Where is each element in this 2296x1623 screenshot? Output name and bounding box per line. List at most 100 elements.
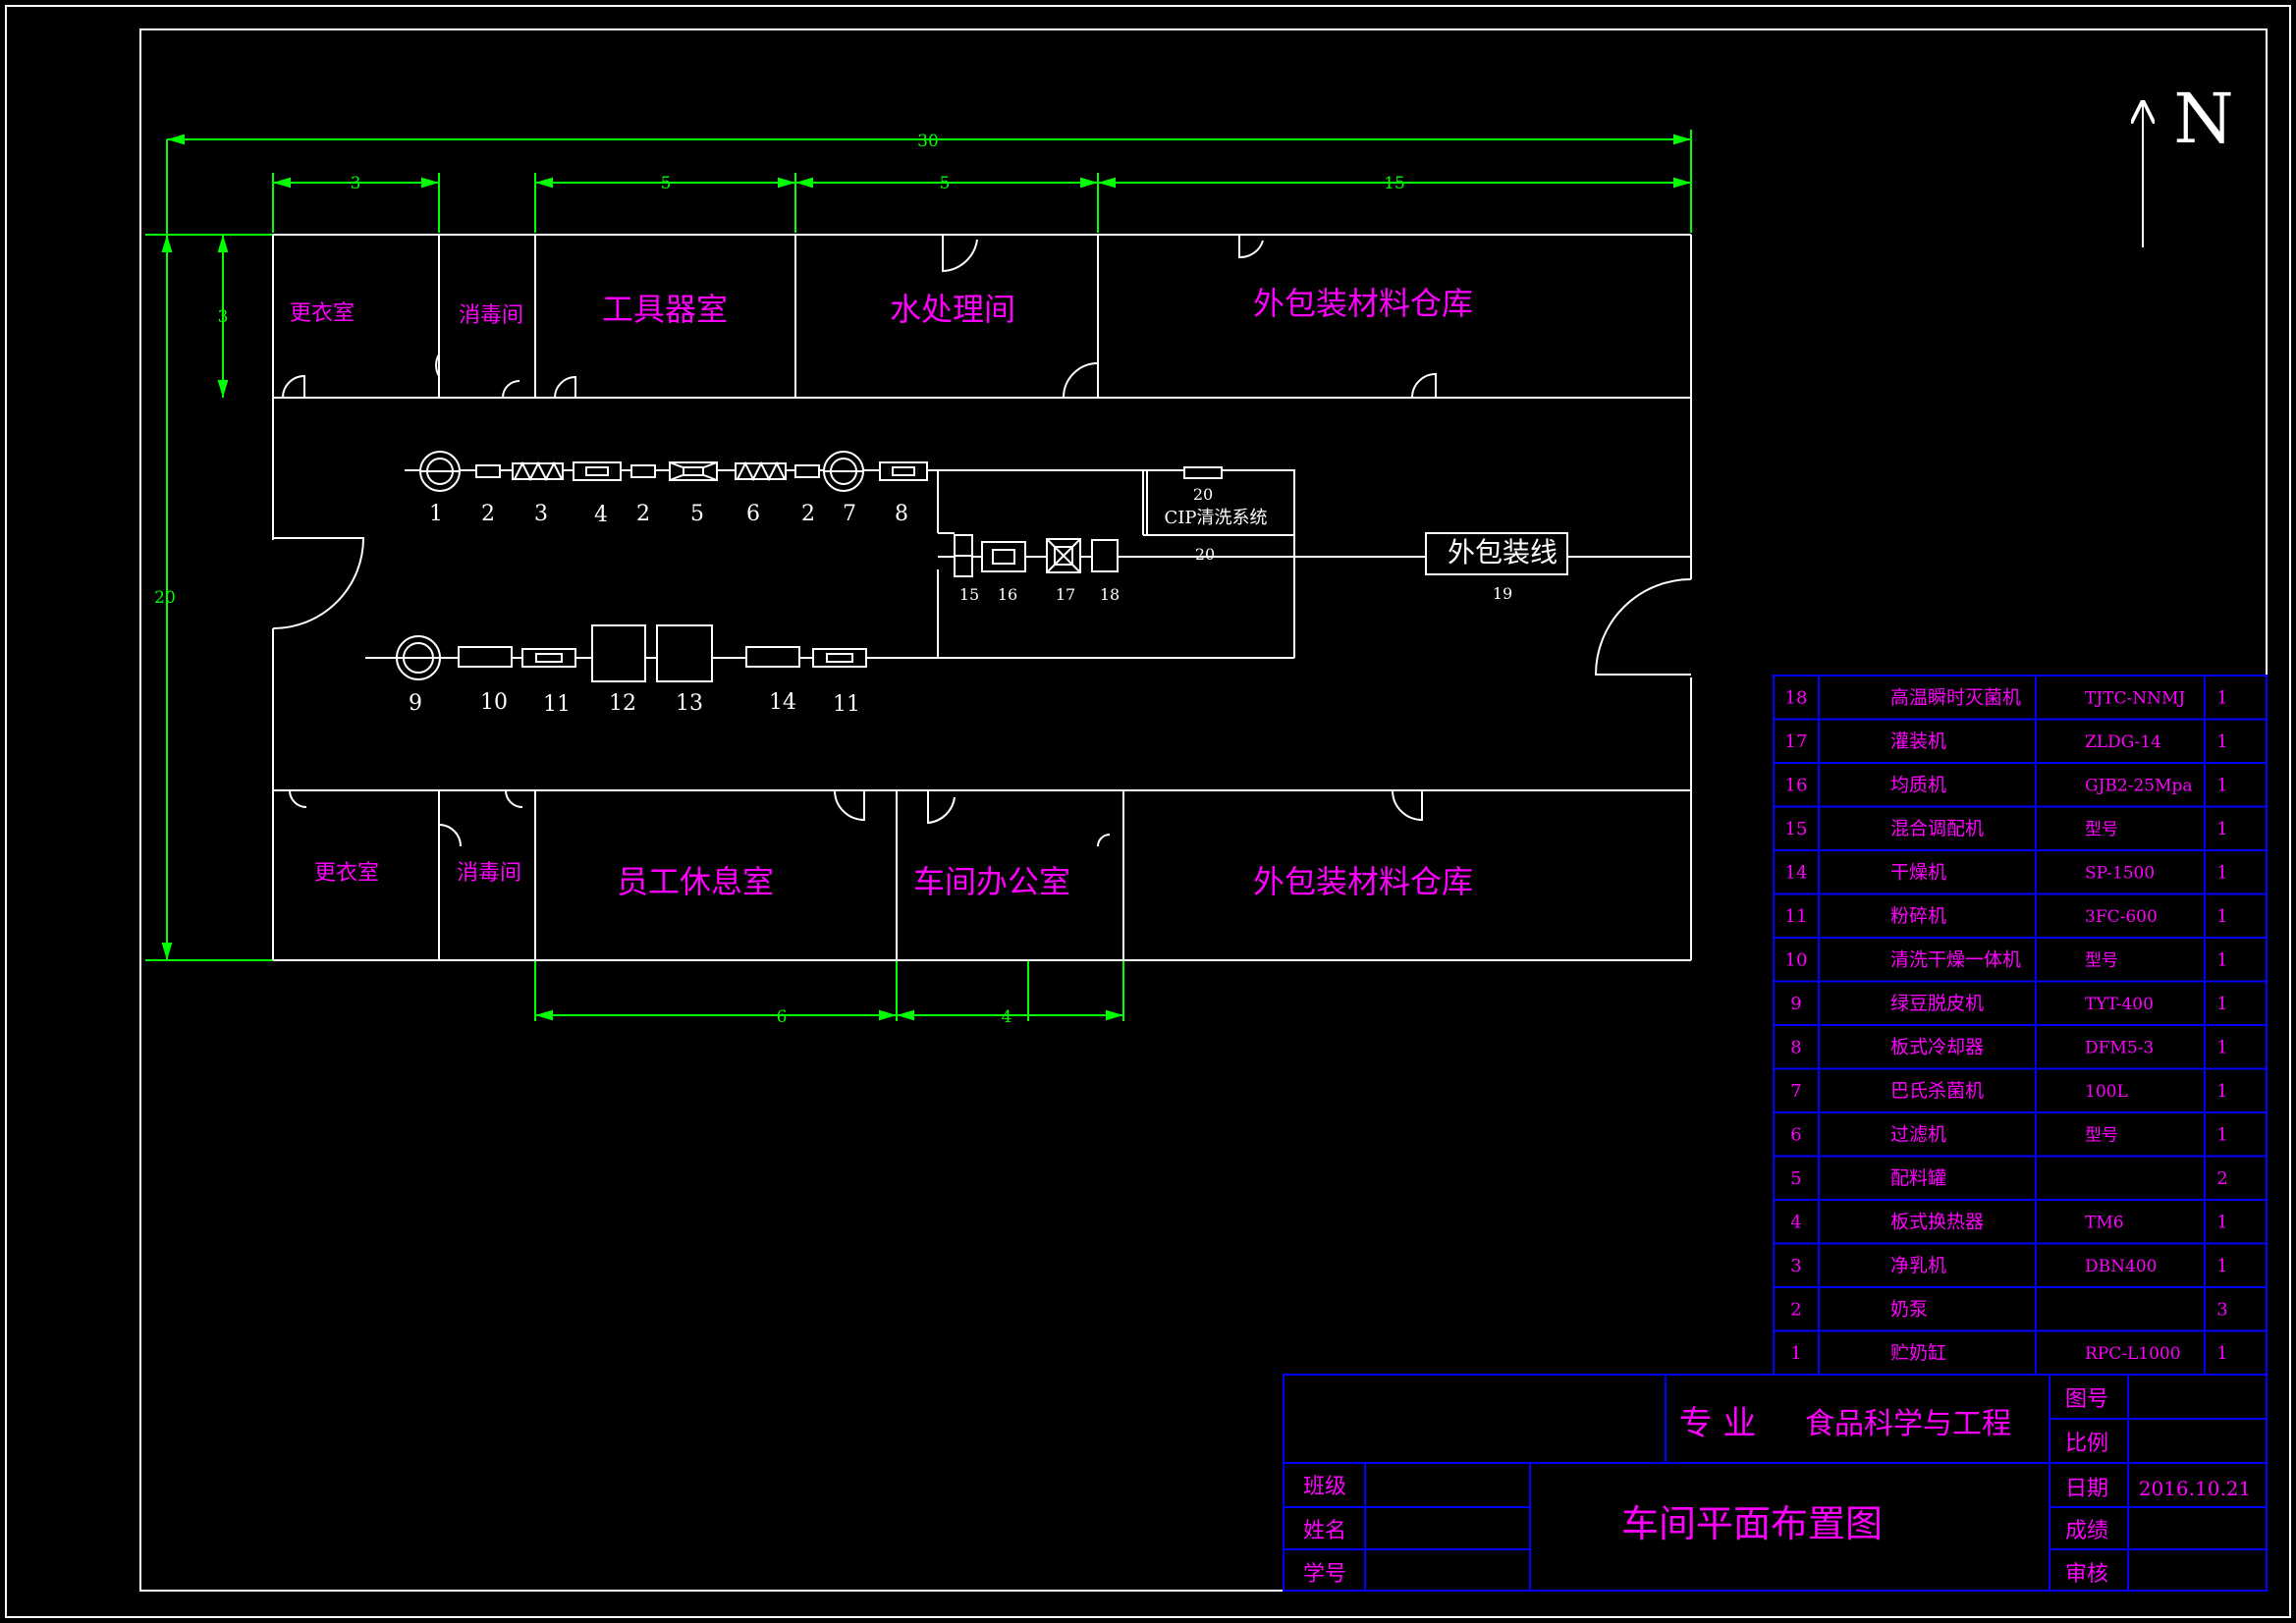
parts-qty-cell: 1 — [2216, 819, 2227, 839]
room-disinfect-south: 消毒间 — [457, 861, 521, 886]
drawing-no-label: 图号 — [2065, 1387, 2108, 1412]
parts-no-cell: 10 — [1785, 949, 1808, 970]
parts-name-cell: 巴氏杀菌机 — [1890, 1080, 1984, 1102]
parts-qty-cell: 1 — [2216, 731, 2227, 752]
student-id-label: 学号 — [1303, 1562, 1346, 1587]
cip-system-20 — [1146, 466, 1295, 536]
dim-warehouse: 15 — [1384, 174, 1405, 193]
room-changing-south: 更衣室 — [314, 861, 379, 886]
dim-lounge: 6 — [777, 1007, 788, 1027]
parts-model-cell: TM6 — [2085, 1213, 2124, 1232]
parts-no-cell: 15 — [1785, 819, 1808, 839]
parts-name-cell: 干燥机 — [1890, 861, 1946, 883]
parts-name-cell: 板式冷却器 — [1890, 1036, 1984, 1057]
room-lounge: 员工休息室 — [617, 863, 774, 900]
dim-water: 5 — [940, 174, 951, 193]
label-2b: 2 — [636, 502, 650, 526]
parts-qty-cell: 1 — [2216, 949, 2227, 970]
equipment — [396, 451, 1568, 682]
parts-row: 7 巴氏杀菌机 100L 1 — [1774, 1067, 2267, 1102]
dim-total-width: 20 — [154, 588, 176, 608]
parts-name-cell: 绿豆脱皮机 — [1890, 993, 1984, 1014]
label-17: 17 — [1056, 585, 1075, 604]
grade-label: 成绩 — [2065, 1519, 2108, 1543]
parts-qty-cell: 1 — [2216, 906, 2227, 927]
parts-no-cell: 9 — [1790, 994, 1801, 1014]
parts-name-cell: 贮奶缸 — [1890, 1342, 1946, 1364]
parts-no-cell: 7 — [1790, 1081, 1801, 1102]
parts-model-cell: 3FC-600 — [2085, 907, 2158, 927]
milk-pump-2c — [794, 464, 820, 478]
parts-name-cell: 粉碎机 — [1890, 905, 1946, 927]
sheet-border — [5, 5, 2291, 1618]
drawing-title: 车间平面布置图 — [1621, 1502, 1883, 1545]
label-5: 5 — [690, 502, 704, 526]
dim-changing: 3 — [351, 174, 361, 193]
parts-no-cell: 17 — [1785, 731, 1808, 752]
north-label: N — [2173, 79, 2233, 159]
parts-name-cell: 灌装机 — [1890, 730, 1946, 752]
label-2a: 2 — [481, 502, 495, 526]
parts-no-cell: 18 — [1785, 687, 1808, 708]
label-16: 16 — [998, 585, 1017, 604]
unit-13 — [656, 624, 713, 682]
parts-name-cell: 过滤机 — [1890, 1123, 1946, 1145]
date-label: 日期 — [2065, 1477, 2108, 1501]
room-office: 车间办公室 — [913, 863, 1070, 900]
class-label: 班级 — [1303, 1475, 1346, 1499]
clarifier-3 — [512, 460, 564, 482]
plate-cooler-8 — [879, 461, 928, 481]
parts-model-cell: RPC-L1000 — [2085, 1344, 2181, 1364]
crusher-11a — [521, 648, 576, 668]
room-warehouse-south: 外包装材料仓库 — [1253, 863, 1473, 900]
label-11a: 11 — [543, 692, 571, 717]
crusher-11b — [812, 648, 867, 668]
room-water: 水处理间 — [890, 291, 1015, 328]
parts-model-cell: DBN400 — [2085, 1257, 2157, 1276]
parts-no-cell: 16 — [1785, 775, 1808, 795]
parts-no-cell: 3 — [1790, 1256, 1801, 1276]
storage-tank-1 — [419, 451, 461, 492]
parts-no-cell: 1 — [1790, 1343, 1801, 1364]
heat-exchanger-4 — [573, 461, 622, 481]
parts-model-cell: 型号 — [2085, 820, 2118, 839]
parts-qty-cell: 1 — [2216, 775, 2227, 795]
milk-pump-2a — [475, 464, 501, 478]
room-changing-north: 更衣室 — [290, 301, 355, 326]
parts-qty-cell: 1 — [2216, 1124, 2227, 1145]
label-9: 9 — [409, 691, 422, 716]
label-7: 7 — [843, 502, 856, 526]
label-10: 10 — [480, 690, 508, 715]
dim-total-length: 30 — [917, 132, 939, 151]
label-19: 19 — [1493, 584, 1512, 603]
parts-model-cell: ZLDG-14 — [2085, 732, 2161, 752]
parts-qty-cell: 1 — [2216, 1081, 2227, 1102]
cip-system-label: CIP清洗系统 — [1165, 508, 1268, 528]
washer-dryer-10 — [458, 646, 513, 668]
parts-qty-cell: 1 — [2216, 1256, 2227, 1276]
parts-model-cell: 型号 — [2085, 950, 2118, 970]
equipment-labels: 1 2 3 4 2 5 6 2 7 8 9 10 11 12 13 14 11 … — [409, 485, 1558, 717]
parts-model-cell: 100L — [2085, 1082, 2128, 1102]
label-3: 3 — [534, 502, 548, 526]
label-12: 12 — [609, 691, 636, 716]
parts-name-cell: 奶泵 — [1890, 1298, 1928, 1320]
label-14: 14 — [769, 690, 796, 715]
parts-qty-cell: 1 — [2216, 1037, 2227, 1057]
parts-model-cell: TYT-400 — [2085, 995, 2154, 1014]
